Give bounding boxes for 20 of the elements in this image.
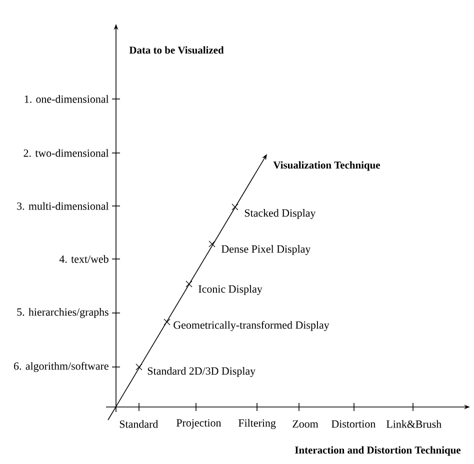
axis-title: Interaction and Distortion Technique [295,446,461,456]
technique-label: Stacked Display [244,209,316,219]
axis-category-label: 6. algorithm/software [14,362,108,372]
axis-category-label: Distortion [332,420,376,428]
axis-title: Data to be Visualized [129,46,224,54]
axis-category-label: Zoom [292,420,318,428]
technique-label: Standard 2D/3D Display [148,367,256,377]
axis-category-label: 1. one-dimensional [24,95,109,103]
axis-category-label: 3. multi-dimensional [17,202,109,210]
axis-category-label: Projection [176,419,222,429]
axis-category-label: Standard [120,420,158,428]
axis-title: Visualization Technique [273,161,380,171]
axis-category-label: Link&Brush [386,420,442,428]
axis-category-label: Filtering [238,419,276,429]
technique-label: Iconic Display [198,285,262,295]
axis-category-label: 4. text/web [59,255,108,263]
technique-label: Geometrically-transformed Display [174,320,330,332]
axis-category-label: 5. hierarchies/graphs [17,308,108,318]
axis-category-label: 2. two-dimensional [24,149,109,157]
technique-label: Dense Pixel Display [222,245,311,255]
